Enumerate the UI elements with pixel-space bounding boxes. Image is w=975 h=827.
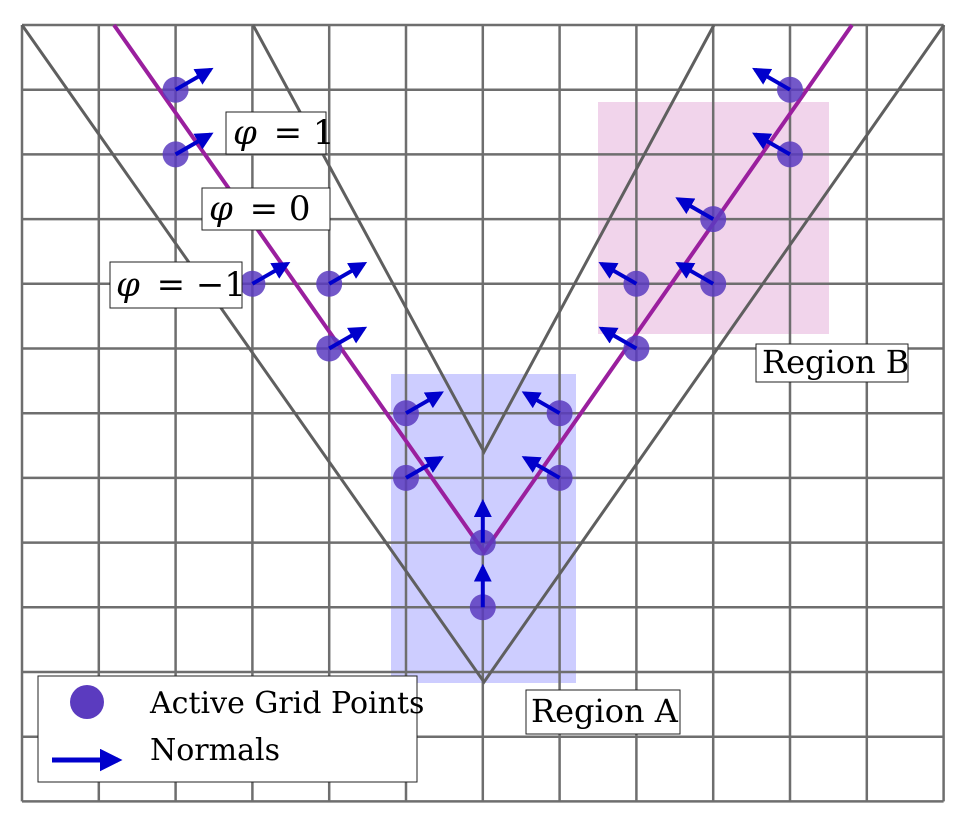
normal-arrow xyxy=(328,262,368,286)
phi-symbol: φ xyxy=(116,265,140,305)
label-phi-zero: φ = 0 xyxy=(201,187,331,231)
region-a-label: Region A xyxy=(525,689,681,735)
label-phi-minus-one: φ = −1 xyxy=(109,261,246,309)
normal-arrow xyxy=(598,262,638,286)
svg-text:φ = 0: φ = 0 xyxy=(209,189,311,229)
normal-arrow xyxy=(752,67,791,92)
phi-minus-one-line xyxy=(251,24,716,456)
normal-arrow xyxy=(521,456,561,480)
svg-text:Region A: Region A xyxy=(531,692,679,730)
phi-symbol: φ xyxy=(233,113,257,153)
legend-point-marker xyxy=(70,685,104,719)
normal-arrow xyxy=(405,456,444,480)
region-b-label: Region B xyxy=(755,343,909,383)
label-phi-plus-one: φ = 1 xyxy=(225,111,335,155)
phi-plus-one-line xyxy=(20,24,946,685)
legend-points-label: Active Grid Points xyxy=(149,686,424,721)
normal-arrow xyxy=(521,391,561,415)
normal-arrow xyxy=(174,67,214,92)
normal-arrow xyxy=(251,262,291,286)
normal-arrow xyxy=(598,326,638,351)
normal-arrow xyxy=(752,132,791,157)
legend: Active Grid Points Normals xyxy=(37,675,424,783)
svg-text:Region B: Region B xyxy=(762,343,909,381)
phi-symbol: φ xyxy=(209,189,233,229)
phi-value-text: = 0 xyxy=(250,189,311,229)
normal-arrow xyxy=(328,326,368,351)
svg-text:φ = −1: φ = −1 xyxy=(116,265,246,305)
normal-arrow xyxy=(174,132,214,157)
normal-arrow xyxy=(405,391,444,415)
svg-text:φ = 1: φ = 1 xyxy=(233,113,335,153)
phi-value-text: = −1 xyxy=(157,265,246,305)
normal-arrow xyxy=(675,262,715,286)
phi-value-text: = 1 xyxy=(274,113,335,153)
active-grid-points xyxy=(162,67,803,621)
legend-normals-label: Normals xyxy=(150,733,280,768)
normal-arrow xyxy=(675,197,715,221)
